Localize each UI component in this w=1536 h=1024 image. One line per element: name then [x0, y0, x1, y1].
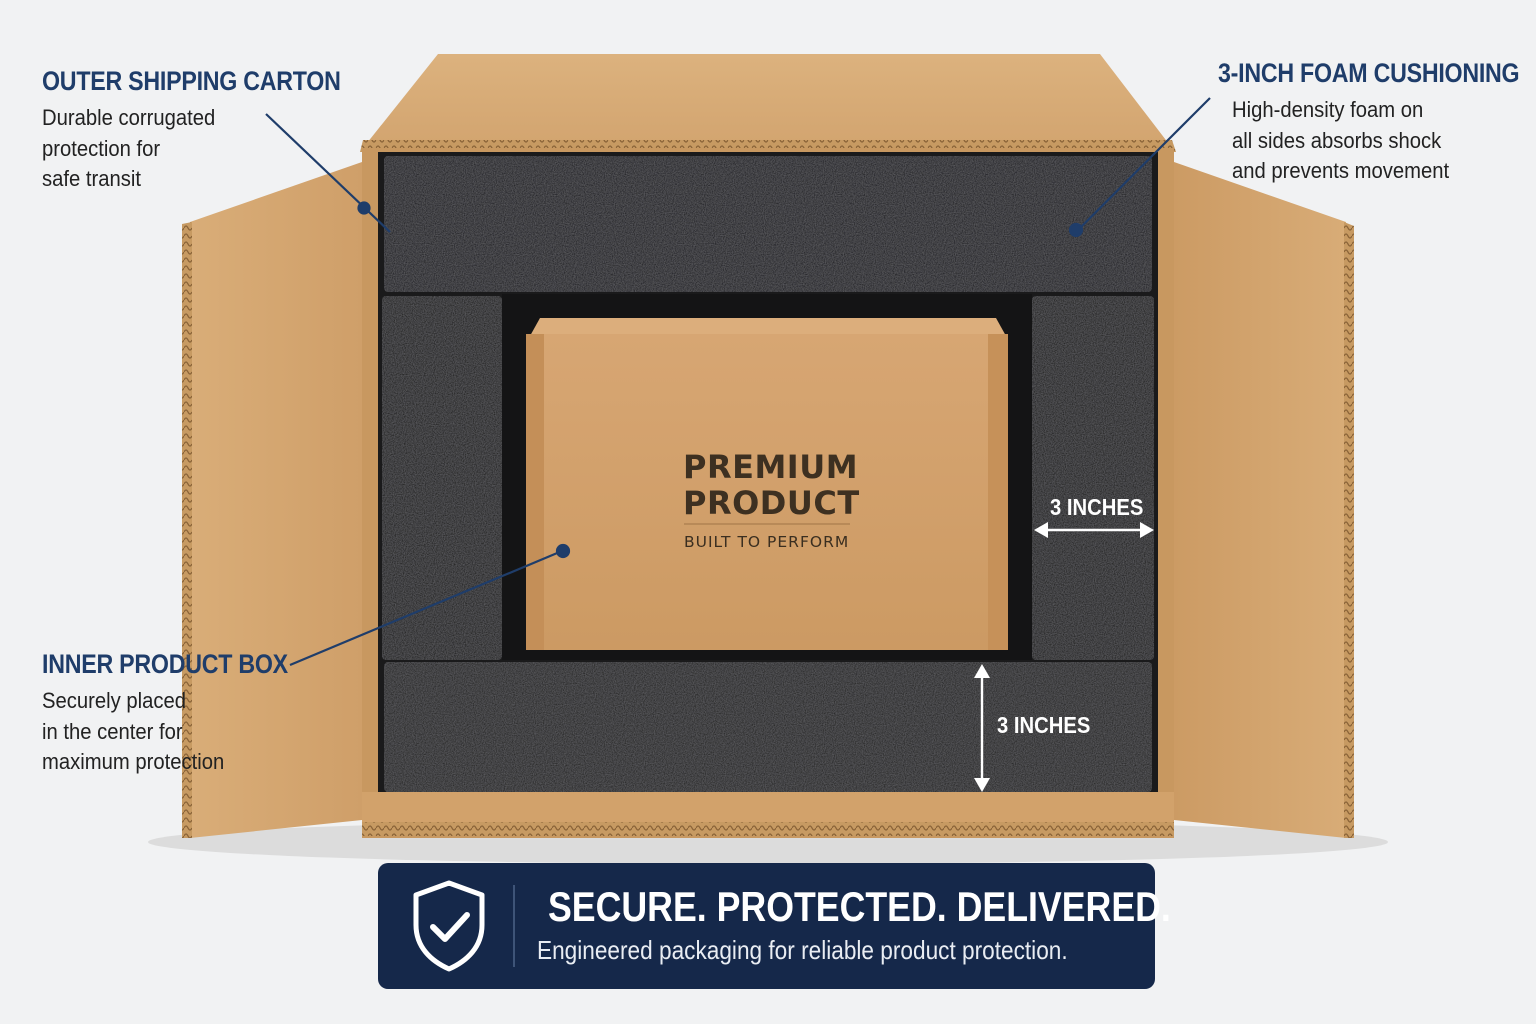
dim-bottom-arrowhead-top: [974, 664, 990, 678]
foam-top: [384, 156, 1152, 292]
dim-side-arrowhead-left: [1034, 522, 1048, 538]
shield-check-icon: [413, 880, 485, 972]
leader-outer-carton: [265, 113, 391, 233]
dimension-arrows: [974, 522, 1154, 792]
foam-cushioning: [382, 156, 1154, 792]
leader-foam-dot: [1068, 222, 1084, 238]
callout-outer-carton-body: Durable corrugated protection for safe t…: [42, 103, 346, 195]
leader-inner-box: [289, 549, 563, 667]
callout-inner-product-box: INNER PRODUCT BOX Securely placed in the…: [42, 649, 302, 778]
carton-bottom-edge: [362, 822, 1174, 836]
inner-box-front: [526, 334, 1008, 650]
callout-inner-box-body: Securely placed in the center for maximu…: [42, 686, 281, 778]
leader-inner-box-dot: [555, 543, 571, 559]
product-box-title-line1: PREMIUM: [683, 448, 859, 486]
callout-line: Durable corrugated: [42, 105, 216, 130]
callout-line: safe transit: [42, 166, 142, 191]
foam-right: [1032, 296, 1154, 660]
callout-line: maximum protection: [42, 749, 225, 774]
dimension-bottom-label: 3 INCHES: [997, 712, 1091, 738]
product-box-subtitle: BUILT TO PERFORM: [684, 533, 850, 551]
callout-line: and prevents movement: [1232, 158, 1450, 183]
banner-subtitle: Engineered packaging for reliable produc…: [537, 935, 1068, 965]
leader-outer-carton-dot: [357, 201, 371, 215]
left-flap-edge: [182, 222, 192, 838]
callout-outer-carton: OUTER SHIPPING CARTON Durable corrugated…: [42, 66, 372, 195]
right-flap: [1174, 162, 1346, 838]
left-flap: [190, 162, 362, 838]
banner-divider: [513, 885, 515, 967]
callout-foam-cushioning: 3-INCH FOAM CUSHIONING High-density foam…: [1218, 58, 1528, 187]
callout-line: High-density foam on: [1232, 97, 1424, 122]
foam-bottom: [384, 662, 1152, 792]
leader-lines: [265, 97, 1211, 667]
inner-box-lid: [530, 318, 1006, 336]
tagline-banner: SECURE. PROTECTED. DELIVERED. Engineered…: [378, 863, 1171, 989]
leader-foam: [1077, 97, 1211, 231]
callout-line: in the center for: [42, 718, 183, 744]
callout-outer-carton-title: OUTER SHIPPING CARTON: [42, 66, 341, 96]
callout-inner-box-title: INNER PRODUCT BOX: [42, 649, 288, 679]
callout-foam-title: 3-INCH FOAM CUSHIONING: [1218, 58, 1520, 88]
back-top-flap: [363, 54, 1172, 148]
callout-line: Securely placed: [42, 688, 187, 713]
right-flap-edge: [1344, 222, 1354, 838]
inner-product-box: [526, 318, 1008, 650]
callout-line: protection for: [42, 135, 161, 161]
carton-bottom-wall: [362, 792, 1174, 824]
inner-box-right-side: [988, 334, 1008, 650]
product-box-title-line2: PRODUCT: [683, 484, 860, 522]
dim-bottom-arrowhead-bottom: [974, 778, 990, 792]
inner-box-left-side: [526, 334, 544, 650]
callout-foam-body: High-density foam on all sides absorbs s…: [1232, 95, 1504, 187]
banner-title: SECURE. PROTECTED. DELIVERED.: [548, 883, 1171, 930]
callout-line: all sides absorbs shock: [1232, 127, 1442, 153]
dimension-side-label: 3 INCHES: [1050, 494, 1144, 520]
foam-left: [382, 296, 502, 660]
dim-side-arrowhead-right: [1140, 522, 1154, 538]
